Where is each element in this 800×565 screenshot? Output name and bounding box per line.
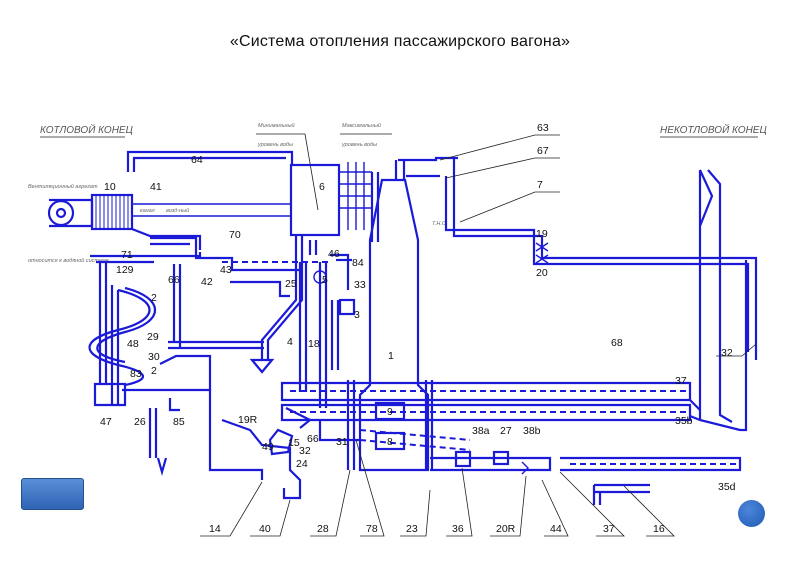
label-68: 68 <box>611 337 623 349</box>
slide-title: «Система отопления пассажирского вагона» <box>229 33 571 50</box>
circle-button[interactable] <box>738 500 765 527</box>
max-level-line1: Максимальный <box>342 122 381 129</box>
label-1: 1 <box>388 350 394 362</box>
label-67: 67 <box>537 145 549 157</box>
note-air: возд-ный <box>166 207 189 214</box>
label-7: 7 <box>537 179 543 191</box>
label-14: 14 <box>209 523 221 535</box>
nav-button[interactable] <box>21 478 84 510</box>
label-6: 6 <box>319 181 325 193</box>
boiler-end-label: КОТЛОВОЙ КОНЕЦ <box>40 123 133 136</box>
label-38a: 38a <box>472 425 490 437</box>
label-25: 25 <box>285 278 297 290</box>
label-71: 71 <box>121 249 133 261</box>
label-15: 15 <box>288 437 300 449</box>
label-83: 83 <box>130 368 142 380</box>
label-44: 44 <box>550 523 562 535</box>
label-47: 47 <box>100 416 112 428</box>
note-water-system: относится к водяной системе <box>28 257 109 264</box>
label-64: 64 <box>191 154 203 166</box>
label-27: 27 <box>500 425 512 437</box>
label-66-lower: 66 <box>307 433 319 445</box>
label-85: 85 <box>173 416 185 428</box>
label-37-top: 37 <box>675 375 687 387</box>
label-2a: 2 <box>151 292 157 304</box>
note-channel: канал <box>140 208 155 214</box>
label-2b: 2 <box>151 365 157 377</box>
min-level-line1: Минимальный <box>258 122 295 129</box>
label-26: 26 <box>134 416 146 428</box>
label-23: 23 <box>406 523 418 535</box>
label-28: 28 <box>317 523 329 535</box>
boiler-body <box>358 178 430 472</box>
label-42: 42 <box>201 276 213 288</box>
label-9: 9 <box>387 406 393 418</box>
label-19R: 19R <box>238 414 258 426</box>
label-78: 78 <box>366 523 378 535</box>
label-24: 24 <box>296 458 308 470</box>
label-19: 19 <box>536 228 548 240</box>
label-41: 41 <box>150 181 162 193</box>
label-48: 48 <box>127 338 139 350</box>
label-38b: 38b <box>523 425 541 437</box>
label-5: 5 <box>322 274 328 286</box>
label-4: 4 <box>287 336 293 348</box>
note-vent-unit: Вентиляционный агрегат <box>28 183 98 190</box>
label-37-bottom: 37 <box>603 523 615 535</box>
max-level-line2: уровень воды <box>341 142 377 148</box>
label-18: 18 <box>308 338 320 350</box>
label-3: 3 <box>354 309 360 321</box>
label-29: 29 <box>147 331 159 343</box>
label-35d: 35d <box>718 481 736 493</box>
label-32-right: 32 <box>721 347 733 359</box>
label-36: 36 <box>452 523 464 535</box>
label-49: 49 <box>262 441 274 453</box>
non-boiler-end-label: НЕКОТЛОВОЙ КОНЕЦ <box>660 123 767 136</box>
expansion-tank <box>289 163 341 237</box>
label-32-lower: 32 <box>299 445 311 457</box>
label-70: 70 <box>229 229 241 241</box>
label-31: 31 <box>336 436 348 448</box>
label-63: 63 <box>537 122 549 134</box>
label-33: 33 <box>354 279 366 291</box>
label-43: 43 <box>220 264 232 276</box>
label-46: 46 <box>328 248 340 260</box>
label-35b: 35b <box>675 415 693 427</box>
label-129: 129 <box>116 264 134 276</box>
label-40: 40 <box>259 523 271 535</box>
label-8: 8 <box>387 436 393 448</box>
label-16: 16 <box>653 523 665 535</box>
label-30: 30 <box>148 351 160 363</box>
label-10: 10 <box>104 181 116 193</box>
label-84: 84 <box>352 257 364 269</box>
min-level-line2: уровень воды <box>257 142 293 148</box>
note-tns: Т.Н.С. <box>432 221 447 227</box>
label-20R: 20R <box>496 523 516 535</box>
label-66: 66 <box>168 274 180 286</box>
label-20: 20 <box>536 267 548 279</box>
